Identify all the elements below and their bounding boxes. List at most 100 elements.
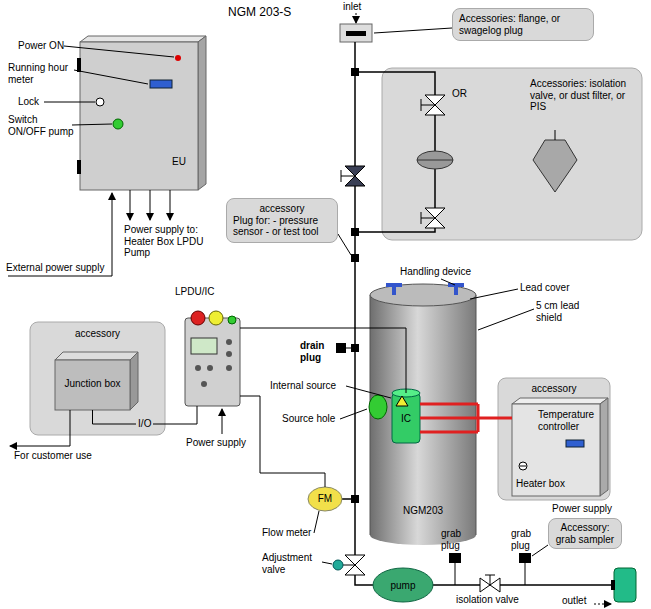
part-label: isolation valve: [456, 594, 519, 606]
button: [195, 339, 232, 387]
junction-box: [55, 360, 130, 410]
grab-plug: [449, 553, 531, 585]
source-hole: [369, 395, 387, 419]
isolation-valve: [480, 575, 500, 592]
circle-shape: [201, 381, 207, 387]
polygon-shape: [345, 166, 365, 176]
leader-line: [374, 28, 452, 33]
part-label: Lead cover: [520, 282, 569, 294]
line-shape: [340, 409, 367, 419]
lpdu-unit: [185, 318, 240, 406]
part-label: grab plug: [441, 528, 471, 551]
line-shape: [421, 212, 422, 224]
dust-filter: [417, 160, 453, 161]
rect-shape: [351, 254, 359, 262]
drain-plug: [336, 343, 346, 353]
line-shape: [532, 545, 548, 556]
node-text: Accessories: isolation valve, or dust fi…: [530, 78, 638, 113]
eu-box: EU: [80, 42, 198, 190]
flow-meter: FM: [308, 487, 342, 511]
pis-filter: [555, 130, 556, 140]
part-label: Power supply: [186, 437, 246, 449]
node-text: pump: [376, 580, 430, 592]
line-shape: [455, 563, 456, 585]
polygon-shape: [425, 95, 445, 105]
io-arrow: [10, 410, 70, 446]
rect-shape: [351, 68, 359, 76]
heater-box: [600, 398, 608, 496]
part-label: Power ON: [18, 40, 64, 52]
line-shape: [478, 309, 534, 330]
node-text: IC: [392, 413, 420, 425]
handling-device: [386, 283, 464, 295]
circle-shape: [226, 339, 232, 345]
pump: pump: [376, 577, 430, 595]
internal-source: IC: [392, 393, 420, 443]
node-text: EU: [172, 156, 186, 168]
polygon-shape: [490, 578, 500, 592]
junction-box: [55, 352, 138, 360]
accessory-callout: Accessory: grab sampler: [548, 518, 622, 549]
line-shape: [72, 124, 112, 125]
rect-shape: [392, 287, 396, 295]
line-shape: [64, 46, 174, 57]
line-shape: [341, 170, 342, 182]
line-shape: [470, 289, 518, 299]
line-shape: [341, 176, 355, 177]
temperature-controller: [566, 440, 584, 447]
gas-pipe: [355, 42, 614, 585]
lead-cover: [370, 284, 476, 306]
part-label: For customer use: [14, 450, 92, 462]
eu-box: [80, 42, 198, 190]
pipe-joint: [351, 68, 359, 503]
circle-shape: [195, 365, 201, 371]
part-label: Adjustment valve: [262, 552, 324, 575]
connector: [240, 396, 325, 487]
line-shape: [346, 386, 391, 398]
hour-meter: [150, 80, 172, 88]
node-text: Plug for: - pressure sensor - or test to…: [233, 215, 331, 238]
polygon-shape: [345, 555, 365, 565]
adjustment-knob: [333, 560, 343, 570]
line-shape: [525, 563, 526, 585]
line-shape: [130, 190, 131, 220]
accessory-callout: accessoryPlug for: - pressure sensor - o…: [226, 198, 338, 243]
inlet-arrow: [356, 13, 357, 23]
node-text: FM: [308, 493, 342, 505]
status-lamp: [228, 316, 236, 324]
part-label: drain plug: [300, 340, 334, 363]
part-label: Running hour meter: [8, 62, 78, 85]
accessory-region: [382, 68, 642, 240]
pump: [373, 568, 433, 602]
rect-shape: [454, 287, 458, 295]
leader-line: [44, 46, 174, 125]
eu-box: [198, 36, 206, 190]
node-text: Accessory: grab sampler: [553, 522, 617, 545]
line-shape: [520, 466, 526, 467]
line-shape: [343, 565, 355, 566]
part-label: Flow meter: [262, 527, 311, 539]
part-label: Power supply to: Heater Box LPDU Pump: [124, 224, 212, 259]
line-shape: [421, 218, 435, 219]
power-lamp: [175, 55, 181, 61]
part-label: Source hole: [282, 413, 335, 425]
heater-box: [512, 398, 608, 404]
accessory-region: [498, 378, 610, 500]
junction-box: Junction box: [55, 360, 130, 410]
inlet-flange: [340, 24, 372, 42]
node-text: accessory: [30, 328, 165, 340]
hinge: [77, 160, 81, 174]
accessory-region: accessoryHeater box: [498, 378, 610, 500]
outlet-arrow: [594, 604, 611, 605]
line-shape: [322, 562, 332, 564]
node-text: LPDU/IC: [175, 286, 214, 298]
line-shape: [421, 99, 422, 111]
radiation-sign: [396, 396, 408, 406]
leader-line: [314, 511, 548, 564]
part-label: outlet: [562, 595, 586, 607]
pump-switch: [113, 119, 123, 129]
accessory-callout: Accessories: flange, or swagelog plug: [452, 8, 594, 41]
part-label: inlet: [343, 1, 361, 13]
part-label: 5 cm lead shield: [536, 300, 598, 323]
switch: [519, 462, 527, 470]
